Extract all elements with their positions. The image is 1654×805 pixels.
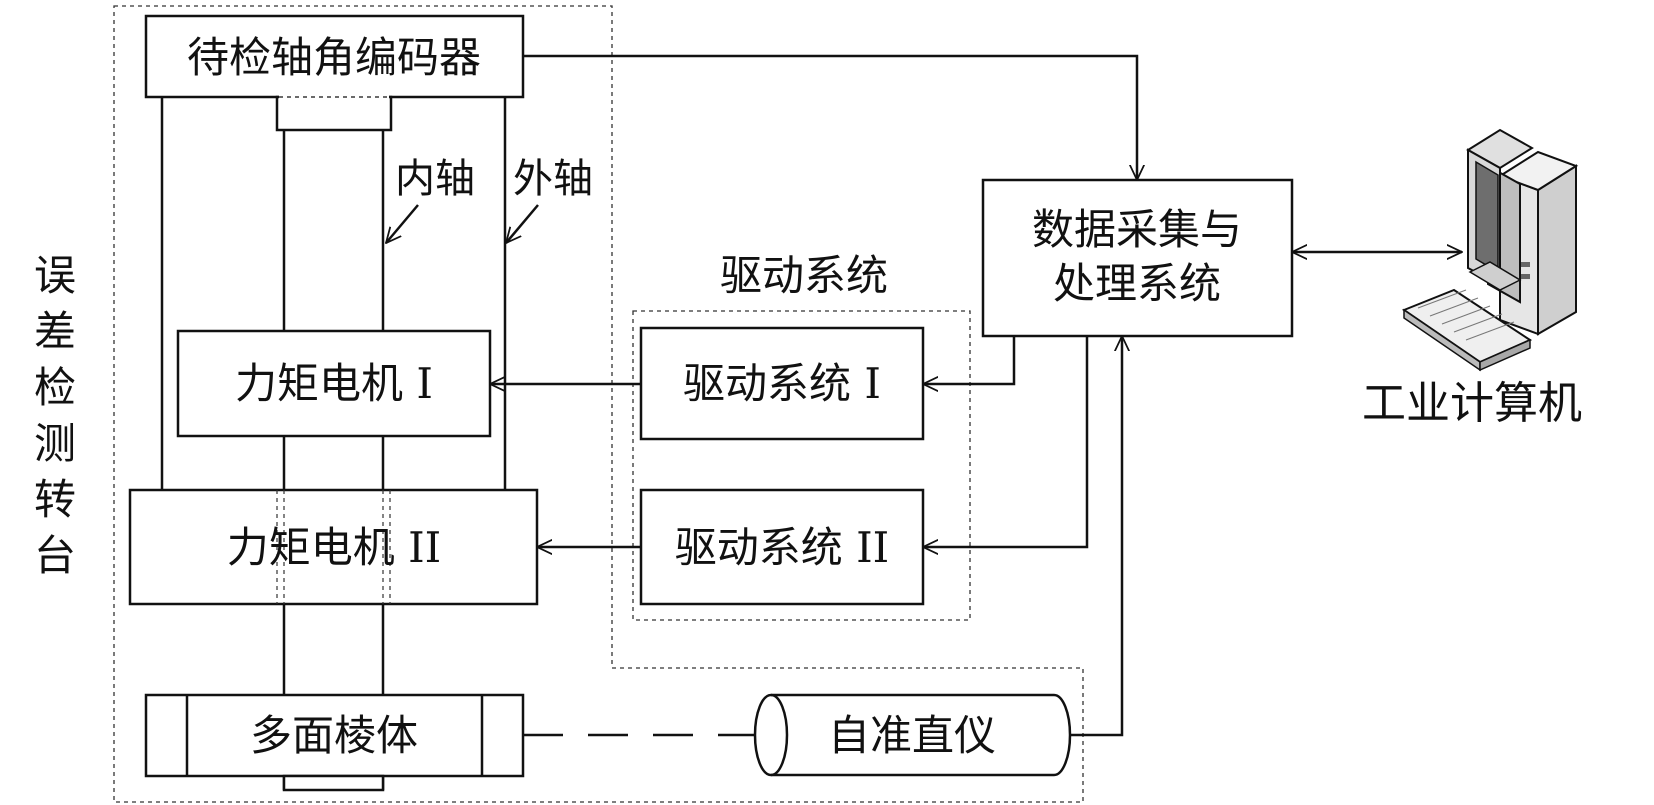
drive-group-label: 驱动系统 bbox=[720, 251, 888, 300]
turntable-label: 误 差 检 测 转 台 bbox=[34, 251, 76, 580]
inner-shaft-label: 内轴 bbox=[395, 156, 475, 202]
turntable-char: 差 bbox=[34, 307, 76, 356]
encoder-box bbox=[144, 14, 525, 99]
daq-label-line1: 数据采集与 bbox=[1032, 205, 1242, 254]
daq-to-drive-1-arrow bbox=[923, 336, 1016, 384]
turntable-char: 台 bbox=[34, 531, 76, 580]
turntable-boundary bbox=[113, 5, 1084, 803]
autocollimator-to-daq-arrow bbox=[1070, 336, 1122, 737]
daq-box bbox=[981, 178, 1294, 338]
computer-label: 工业计算机 bbox=[1362, 378, 1582, 429]
polygon-box bbox=[144, 693, 525, 778]
motor-2-label: 力矩电机 II bbox=[227, 523, 442, 572]
turntable-char: 检 bbox=[34, 363, 76, 412]
motor-2-box bbox=[128, 488, 539, 606]
drive-1-label: 驱动系统 I bbox=[683, 359, 881, 408]
inner-shaft-pointer bbox=[386, 204, 419, 243]
motor-1-box bbox=[176, 329, 492, 438]
motor-1-label: 力矩电机 I bbox=[235, 359, 433, 408]
daq-label-line2: 处理系统 bbox=[1053, 259, 1221, 308]
shaft-coupling bbox=[275, 95, 393, 132]
turntable-char: 测 bbox=[34, 419, 76, 468]
autocollimator-shape bbox=[753, 693, 1072, 777]
turntable-char: 误 bbox=[34, 251, 76, 300]
drive-1-box bbox=[639, 326, 925, 441]
drive-group-boundary bbox=[632, 310, 971, 621]
outer-shaft-label: 外轴 bbox=[513, 156, 593, 202]
autocollimator-label: 自准直仪 bbox=[828, 711, 996, 760]
turntable-char: 转 bbox=[34, 475, 76, 524]
encoder-label: 待检轴角编码器 bbox=[187, 33, 481, 82]
drive-2-label: 驱动系统 II bbox=[675, 523, 890, 572]
encoder-to-daq-arrow bbox=[523, 54, 1137, 180]
polygon-label: 多面棱体 bbox=[250, 711, 418, 760]
polygon-base bbox=[282, 774, 385, 792]
computer-icon bbox=[1401, 128, 1579, 372]
outer-shaft-pointer bbox=[506, 204, 539, 243]
daq-to-drive-2-arrow bbox=[923, 336, 1089, 547]
